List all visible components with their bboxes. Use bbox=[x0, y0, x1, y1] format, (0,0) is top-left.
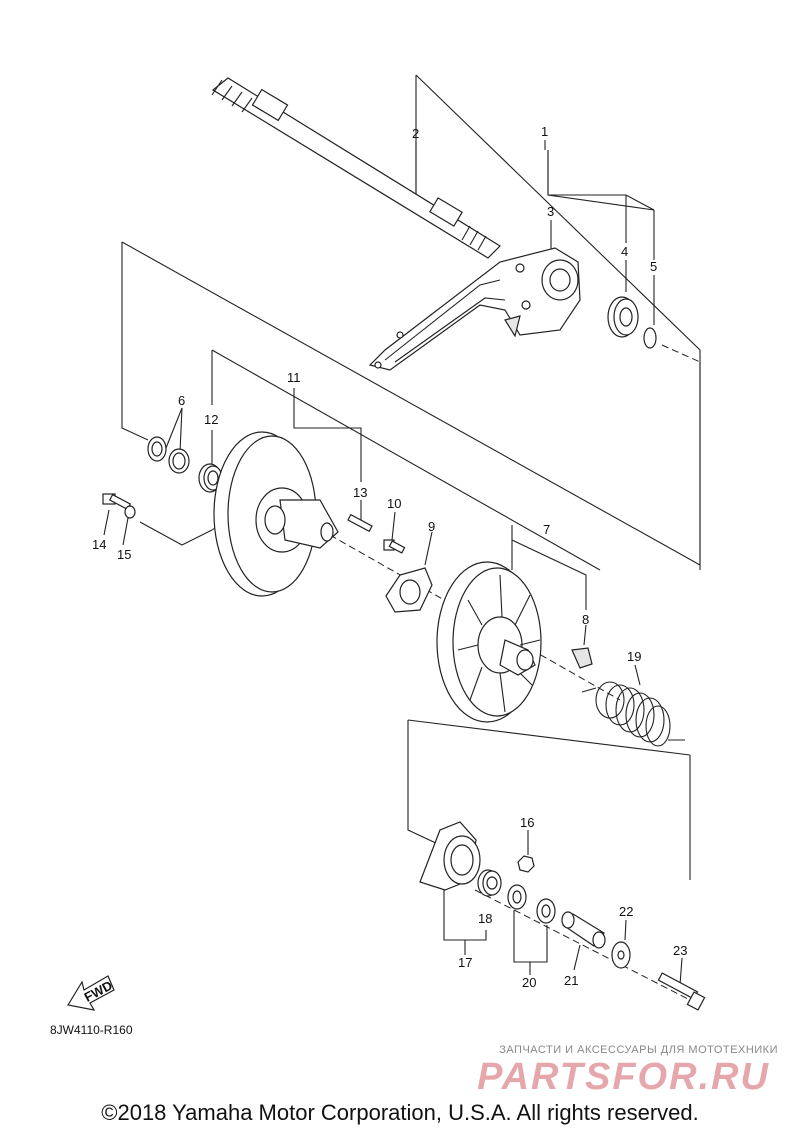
part-17-hub bbox=[419, 821, 481, 891]
part-8-slider bbox=[571, 647, 593, 669]
label-3: 3 bbox=[547, 204, 554, 219]
label-14: 14 bbox=[92, 537, 106, 552]
part-22-washer bbox=[611, 941, 631, 969]
part-4-bearing bbox=[607, 296, 639, 338]
part-13-stud bbox=[347, 513, 373, 533]
part-18-bearing bbox=[477, 869, 502, 897]
label-9: 9 bbox=[428, 519, 435, 534]
label-15: 15 bbox=[117, 547, 131, 562]
part-23-bolt bbox=[657, 972, 706, 1011]
label-20: 20 bbox=[522, 975, 536, 990]
label-19: 19 bbox=[627, 649, 641, 664]
label-7: 7 bbox=[543, 522, 550, 537]
part-2-shaft bbox=[211, 77, 501, 259]
part-19-spring bbox=[581, 681, 685, 747]
part-11-sheave bbox=[213, 431, 339, 597]
part-10-bolt bbox=[383, 539, 406, 554]
part-3-arm bbox=[368, 247, 581, 371]
part-6-washers bbox=[147, 436, 190, 474]
watermark-logo: PARTSFOR.RU bbox=[477, 1056, 770, 1098]
part-20-washers bbox=[507, 884, 556, 924]
label-17: 17 bbox=[458, 955, 472, 970]
label-1: 1 bbox=[541, 124, 548, 139]
copyright-notice: ©2018 Yamaha Motor Corporation, U.S.A. A… bbox=[101, 1100, 699, 1125]
label-22: 22 bbox=[619, 904, 633, 919]
part-14-bolt bbox=[102, 493, 132, 511]
label-12: 12 bbox=[204, 412, 218, 427]
fwd-label: FWD bbox=[82, 978, 115, 1005]
label-10: 10 bbox=[387, 496, 401, 511]
leader-lines bbox=[103, 74, 701, 1001]
part-5-circlip bbox=[643, 327, 657, 349]
label-5: 5 bbox=[650, 259, 657, 274]
part-21-collar bbox=[561, 911, 606, 949]
diagram-code: 8JW4110-R160 bbox=[50, 1023, 133, 1037]
label-23: 23 bbox=[673, 943, 687, 958]
fwd-arrow-icon: FWD bbox=[67, 975, 115, 1011]
label-6: 6 bbox=[178, 393, 185, 408]
part-7-sheave bbox=[436, 561, 542, 723]
label-16: 16 bbox=[520, 815, 534, 830]
part-9-plate bbox=[385, 567, 433, 613]
watermark-tagline: ЗАПЧАСТИ И АКСЕССУАРЫ ДЛЯ МОТОТЕХНИКИ bbox=[499, 1044, 778, 1056]
label-21: 21 bbox=[564, 973, 578, 988]
part-16-nut bbox=[517, 855, 535, 873]
label-13: 13 bbox=[353, 485, 367, 500]
part-15-washer bbox=[124, 505, 136, 519]
part-labels: 1 2 3 4 5 6 7 8 9 10 11 12 13 14 15 16 1… bbox=[50, 124, 687, 1037]
label-18: 18 bbox=[478, 911, 492, 926]
label-4: 4 bbox=[621, 244, 628, 259]
label-8: 8 bbox=[582, 612, 589, 627]
label-11: 11 bbox=[287, 370, 301, 385]
label-2: 2 bbox=[412, 126, 419, 141]
